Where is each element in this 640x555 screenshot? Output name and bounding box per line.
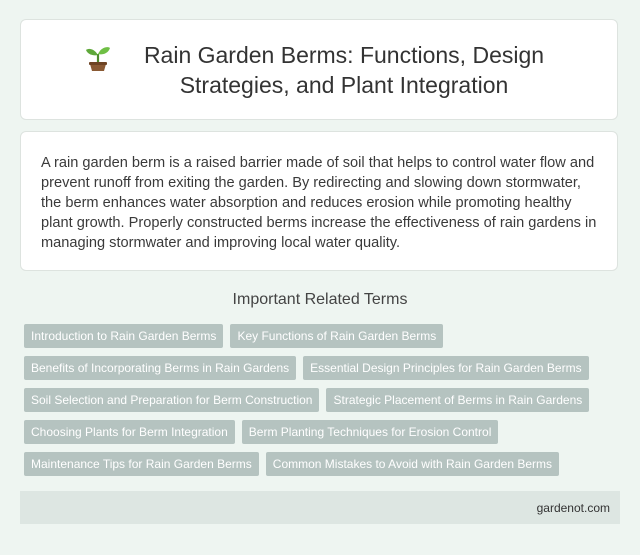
description-card: A rain garden berm is a raised barrier m… — [20, 131, 618, 271]
tag-row: Introduction to Rain Garden Berms Key Fu… — [24, 324, 624, 348]
tag-strategic-placement[interactable]: Strategic Placement of Berms in Rain Gar… — [326, 388, 590, 412]
tag-benefits[interactable]: Benefits of Incorporating Berms in Rain … — [24, 356, 297, 380]
related-terms-list: Introduction to Rain Garden Berms Key Fu… — [24, 324, 624, 484]
tag-choosing-plants[interactable]: Choosing Plants for Berm Integration — [24, 420, 235, 444]
sprout-icon — [86, 46, 110, 71]
tag-introduction[interactable]: Introduction to Rain Garden Berms — [24, 324, 224, 348]
tag-row: Soil Selection and Preparation for Berm … — [24, 388, 624, 412]
tag-planting-techniques[interactable]: Berm Planting Techniques for Erosion Con… — [241, 420, 499, 444]
tag-row: Choosing Plants for Berm Integration Ber… — [24, 420, 624, 444]
tag-key-functions[interactable]: Key Functions of Rain Garden Berms — [230, 324, 444, 348]
title-row: Rain Garden Berms: Functions, Design Str… — [84, 40, 554, 100]
footer: gardenot.com — [20, 491, 620, 524]
related-terms-heading: Important Related Terms — [232, 291, 408, 308]
tag-common-mistakes[interactable]: Common Mistakes to Avoid with Rain Garde… — [265, 452, 560, 476]
tag-row: Maintenance Tips for Rain Garden Berms C… — [24, 452, 624, 476]
tag-maintenance-tips[interactable]: Maintenance Tips for Rain Garden Berms — [24, 452, 259, 476]
tag-soil-selection[interactable]: Soil Selection and Preparation for Berm … — [24, 388, 320, 412]
title-card: Rain Garden Berms: Functions, Design Str… — [20, 19, 618, 120]
tag-design-principles[interactable]: Essential Design Principles for Rain Gar… — [303, 356, 589, 380]
description-text: A rain garden berm is a raised barrier m… — [41, 155, 597, 251]
footer-site-link[interactable]: gardenot.com — [536, 500, 610, 515]
page-title: Rain Garden Berms: Functions, Design Str… — [143, 41, 545, 98]
tag-row: Benefits of Incorporating Berms in Rain … — [24, 356, 624, 380]
